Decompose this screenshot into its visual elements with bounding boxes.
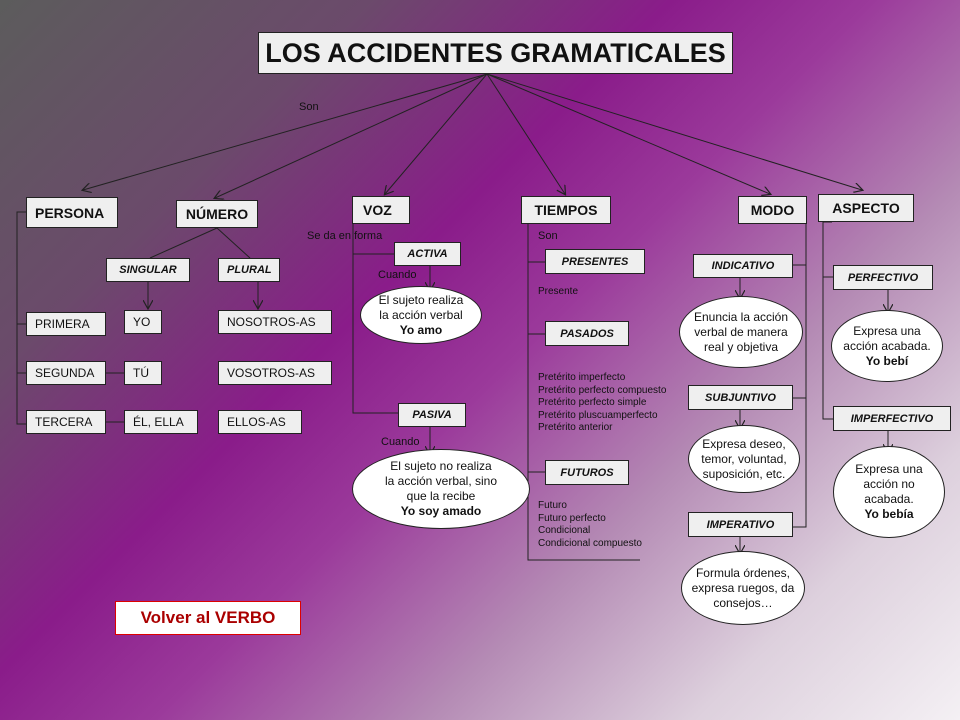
- son-label-top: Son: [299, 101, 319, 113]
- indicativo-desc-line-1: Enuncia la acción: [693, 309, 789, 324]
- pasados-item: Pretérito perfecto compuesto: [538, 384, 667, 396]
- futuros-list: Futuro Futuro perfecto Condicional Condi…: [538, 500, 642, 550]
- futuros-box: FUTUROS: [545, 460, 629, 485]
- presentes-item: Presente: [538, 286, 579, 297]
- plural-vosotros: VOSOTROS-AS: [218, 361, 332, 385]
- pasiva-desc-line-2: la acción verbal, sino: [384, 474, 498, 488]
- futuros-item: Condicional compuesto: [538, 537, 642, 549]
- singular-tu: TÚ: [124, 361, 162, 385]
- perfectivo-desc-line-2: acción acabada.: [843, 338, 931, 353]
- numero-box: NÚMERO: [176, 200, 258, 228]
- subjuntivo-desc-line-3: suposición, etc.: [702, 466, 786, 481]
- imperfectivo-desc-line-2: acción no: [863, 477, 915, 491]
- subjuntivo-description: Expresa deseo, temor, voluntad, suposici…: [688, 425, 800, 493]
- imperativo-desc-line-1: Formula órdenes,: [695, 565, 791, 580]
- subjuntivo-desc-line-1: Expresa deseo,: [702, 436, 786, 451]
- imperativo-description: Formula órdenes, expresa ruegos, da cons…: [681, 551, 805, 625]
- imperfectivo-box: IMPERFECTIVO: [833, 406, 951, 431]
- pasiva-desc-line-1: El sujeto no realiza: [390, 459, 492, 473]
- imperativo-box: IMPERATIVO: [688, 512, 793, 537]
- persona-segunda: SEGUNDA: [26, 361, 106, 385]
- plural-ellos: ELLOS-AS: [218, 410, 302, 434]
- presentes-list: Presente: [538, 286, 578, 299]
- imperfectivo-desc-line-1: Expresa una: [855, 462, 923, 476]
- singular-box: SINGULAR: [106, 258, 190, 282]
- modo-box: MODO: [738, 196, 807, 224]
- activa-box: ACTIVA: [394, 242, 461, 266]
- indicativo-description: Enuncia la acción verbal de manera real …: [679, 296, 803, 368]
- activa-desc-line-1: El sujeto realiza: [378, 292, 464, 307]
- aspecto-box: ASPECTO: [818, 194, 914, 222]
- pasiva-example: Yo soy amado: [400, 504, 482, 518]
- imperfectivo-description: Expresa una acción no acabada. Yo bebía: [833, 446, 945, 538]
- imperativo-desc-line-2: expresa ruegos, da: [691, 580, 795, 595]
- persona-tercera: TERCERA: [26, 410, 106, 434]
- pasiva-cuando-label: Cuando: [381, 436, 420, 448]
- persona-primera: PRIMERA: [26, 312, 106, 336]
- pasiva-description: El sujeto no realiza la acción verbal, s…: [352, 449, 530, 529]
- pasados-item: Pretérito perfecto simple: [538, 397, 647, 408]
- diagram-title: LOS ACCIDENTES GRAMATICALES: [258, 32, 733, 74]
- pasados-item: Pretérito pluscuamperfecto: [538, 409, 658, 421]
- singular-yo: YO: [124, 310, 162, 334]
- perfectivo-example: Yo bebí: [865, 353, 909, 368]
- imperfectivo-desc-line-3: acabada.: [864, 492, 914, 506]
- imperativo-desc-line-3: consejos…: [713, 595, 773, 610]
- pasados-box: PASADOS: [545, 321, 629, 346]
- activa-cuando-label: Cuando: [378, 269, 417, 281]
- futuros-item: Futuro perfecto: [538, 512, 606, 524]
- tiempos-box: TIEMPOS: [521, 196, 611, 224]
- persona-box: PERSONA: [26, 197, 118, 228]
- indicativo-box: INDICATIVO: [693, 254, 793, 278]
- pasados-item: Pretérito imperfecto: [538, 372, 626, 383]
- voz-connector-label: Se da en forma: [307, 230, 383, 242]
- indicativo-desc-line-3: real y objetiva: [703, 339, 779, 354]
- pasiva-box: PASIVA: [398, 403, 466, 427]
- activa-description: El sujeto realiza la acción verbal Yo am…: [360, 286, 482, 344]
- plural-nosotros: NOSOTROS-AS: [218, 310, 332, 334]
- activa-desc-line-2: la acción verbal: [379, 307, 463, 322]
- perfectivo-desc-line-1: Expresa una: [853, 323, 921, 338]
- subjuntivo-desc-line-2: temor, voluntad,: [701, 451, 787, 466]
- indicativo-desc-line-2: verbal de manera: [694, 324, 788, 339]
- futuros-item: Condicional: [538, 525, 591, 536]
- activa-example: Yo amo: [399, 322, 443, 337]
- perfectivo-box: PERFECTIVO: [833, 265, 933, 290]
- subjuntivo-box: SUBJUNTIVO: [688, 385, 793, 410]
- futuros-item: Futuro: [538, 500, 567, 511]
- back-to-verbo-link[interactable]: Volver al VERBO: [115, 601, 301, 635]
- plural-box: PLURAL: [218, 258, 280, 282]
- singular-el-ella: ÉL, ELLA: [124, 410, 198, 434]
- tiempos-connector-label: Son: [538, 230, 558, 242]
- pasados-list: Pretérito imperfecto Pretérito perfecto …: [538, 372, 666, 435]
- pasados-item: Pretérito anterior: [538, 422, 613, 433]
- presentes-box: PRESENTES: [545, 249, 645, 274]
- imperfectivo-example: Yo bebía: [864, 507, 914, 521]
- voz-box: VOZ: [352, 196, 410, 224]
- perfectivo-description: Expresa una acción acabada. Yo bebí: [831, 310, 943, 382]
- pasiva-desc-line-3: que la recibe: [406, 489, 476, 503]
